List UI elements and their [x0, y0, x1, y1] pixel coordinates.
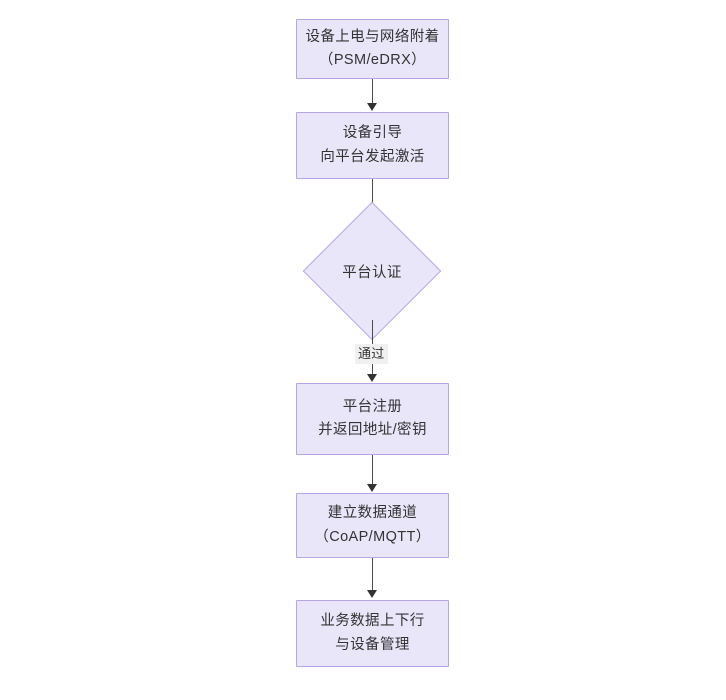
flow-node-business-data[interactable]: 业务数据上下行 与设备管理 [296, 600, 449, 667]
connector-n1-n2 [371, 79, 373, 104]
node-line: 设备上电与网络附着 [305, 28, 440, 45]
arrowhead-n5-n6 [367, 590, 378, 598]
edge-label-pass: 通过 [355, 344, 388, 364]
flow-node-data-channel[interactable]: 建立数据通道 （CoAP/MQTT） [296, 493, 449, 558]
node-line: （CoAP/MQTT） [314, 528, 431, 545]
flow-node-power-on[interactable]: 设备上电与网络附着 （PSM/eDRX） [296, 19, 449, 79]
node-line: 向平台发起激活 [320, 148, 425, 165]
arrowhead-n3-n4 [367, 374, 378, 382]
flow-node-device-bootstrap[interactable]: 设备引导 向平台发起激活 [296, 112, 449, 179]
flow-node-platform-auth[interactable]: 平台认证 [302, 201, 442, 341]
node-line: 业务数据上下行 [320, 613, 425, 630]
node-line: 与设备管理 [335, 636, 410, 653]
connector-n2-n3 [371, 179, 373, 214]
node-line: 设备引导 [342, 125, 403, 142]
connector-n5-n6 [371, 558, 373, 591]
flow-node-platform-register[interactable]: 平台注册 并返回地址/密钥 [296, 383, 449, 455]
node-line: （PSM/eDRX） [318, 52, 427, 68]
node-line: 平台认证 [342, 264, 402, 281]
node-line: 并返回地址/密钥 [318, 422, 427, 438]
arrowhead-n1-n2 [367, 103, 378, 111]
node-line: 平台注册 [342, 398, 403, 415]
node-line: 建立数据通道 [327, 505, 418, 522]
arrowhead-n4-n5 [367, 484, 378, 492]
connector-n4-n5 [371, 455, 373, 485]
